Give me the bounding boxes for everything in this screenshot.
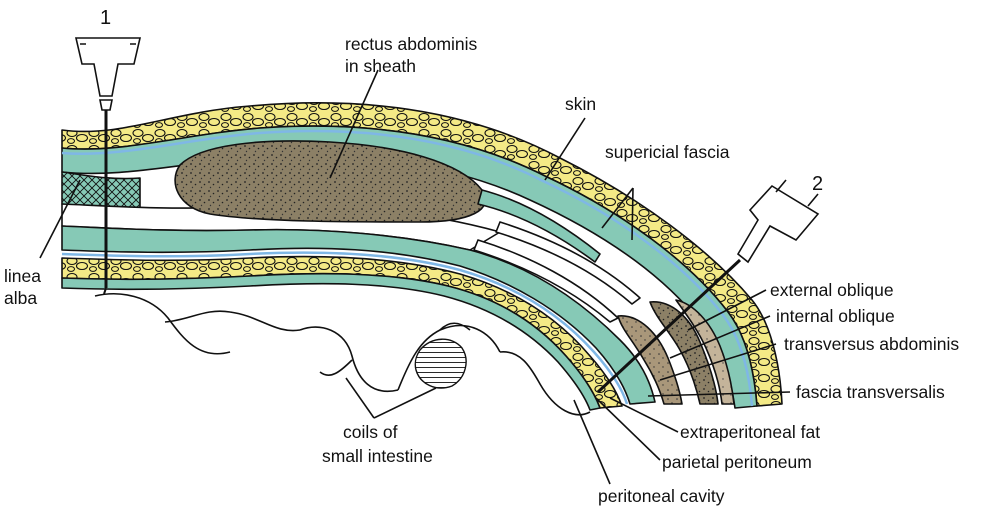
leader-coils-a — [346, 378, 374, 418]
label-coils-line2: small intestine — [322, 446, 433, 466]
label-parietal-peritoneum: parietal peritoneum — [662, 452, 812, 472]
label-peritoneal-cavity: peritoneal cavity — [598, 486, 725, 506]
label-extraperitoneal-fat: extraperitoneal fat — [680, 422, 820, 442]
label-external-oblique: external oblique — [770, 280, 894, 300]
label-skin: skin — [565, 94, 596, 114]
label-superficial-fascia: supericial fascia — [605, 142, 730, 162]
label-linea-alba-line1: linea — [4, 266, 41, 286]
leader-superficial-fascia-b — [632, 188, 633, 240]
leader-coils-b — [374, 388, 436, 418]
needle-1-hub — [76, 38, 140, 96]
intestine-cut-section — [415, 339, 466, 388]
needle-2-hub — [738, 186, 818, 262]
label-fascia-transversalis: fascia transversalis — [796, 382, 945, 402]
label-coils-line1: coils of — [343, 422, 398, 442]
label-needle-1: 1 — [100, 7, 111, 29]
label-linea-alba-line2: alba — [4, 288, 37, 308]
label-transversus-abdominis: transversus abdominis — [784, 334, 959, 354]
label-needle-2: 2 — [812, 173, 823, 195]
label-internal-oblique: internal oblique — [776, 306, 895, 326]
label-rectus-line1: rectus abdominis — [345, 34, 478, 54]
label-rectus-line2: in sheath — [345, 56, 416, 76]
leader-peritoneal-cavity — [574, 400, 610, 484]
